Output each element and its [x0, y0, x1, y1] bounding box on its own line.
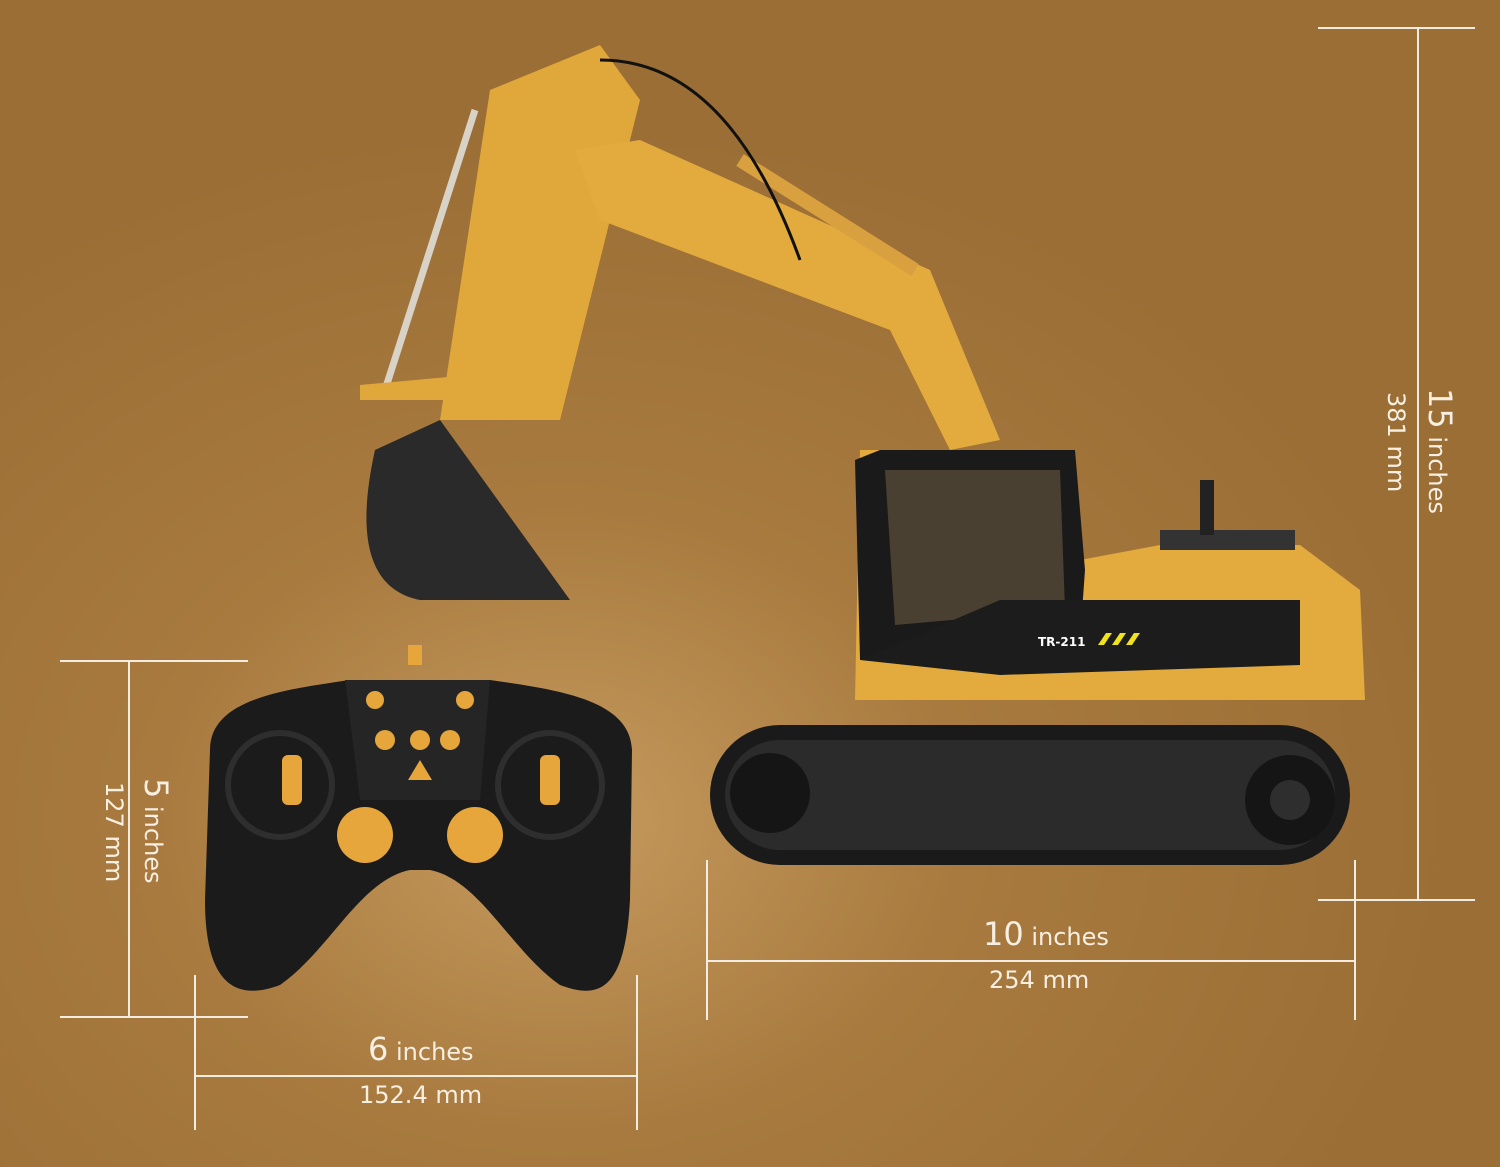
dimension-tick [636, 975, 638, 1130]
excavator [360, 45, 1365, 865]
model-label: TR-211 [1038, 635, 1086, 649]
excavator-length-inches: 10 inches [983, 915, 1109, 953]
dimension-tick [706, 860, 708, 1020]
dimension-tick [1318, 27, 1475, 29]
dimension-tick [194, 975, 196, 1130]
excavator-length-mm: 254 mm [989, 966, 1090, 994]
dimension-tick [60, 660, 248, 662]
controller-height-line [128, 660, 130, 1017]
controller-width-inches: 6 inches [368, 1030, 474, 1068]
excavator-boom [575, 140, 1000, 450]
excavator-height-mm: 381 mm [1382, 392, 1410, 493]
controller-height-inches: 5 inches [137, 778, 175, 884]
dimension-tick [1354, 860, 1356, 1020]
height-dimension-line [1417, 28, 1419, 900]
dimension-tick [1318, 899, 1475, 901]
dimension-tick [60, 1016, 248, 1018]
controller-width-line [195, 1075, 637, 1077]
rc-controller [205, 645, 632, 991]
controller-height-mm: 127 mm [100, 782, 128, 883]
excavator-stick [440, 45, 640, 420]
length-dimension-line [707, 960, 1355, 962]
excavator-bucket [366, 420, 570, 600]
controller-width-mm: 152.4 mm [359, 1081, 483, 1109]
excavator-height-inches: 15 inches [1421, 388, 1459, 514]
hydraulic-cylinder [381, 108, 479, 392]
